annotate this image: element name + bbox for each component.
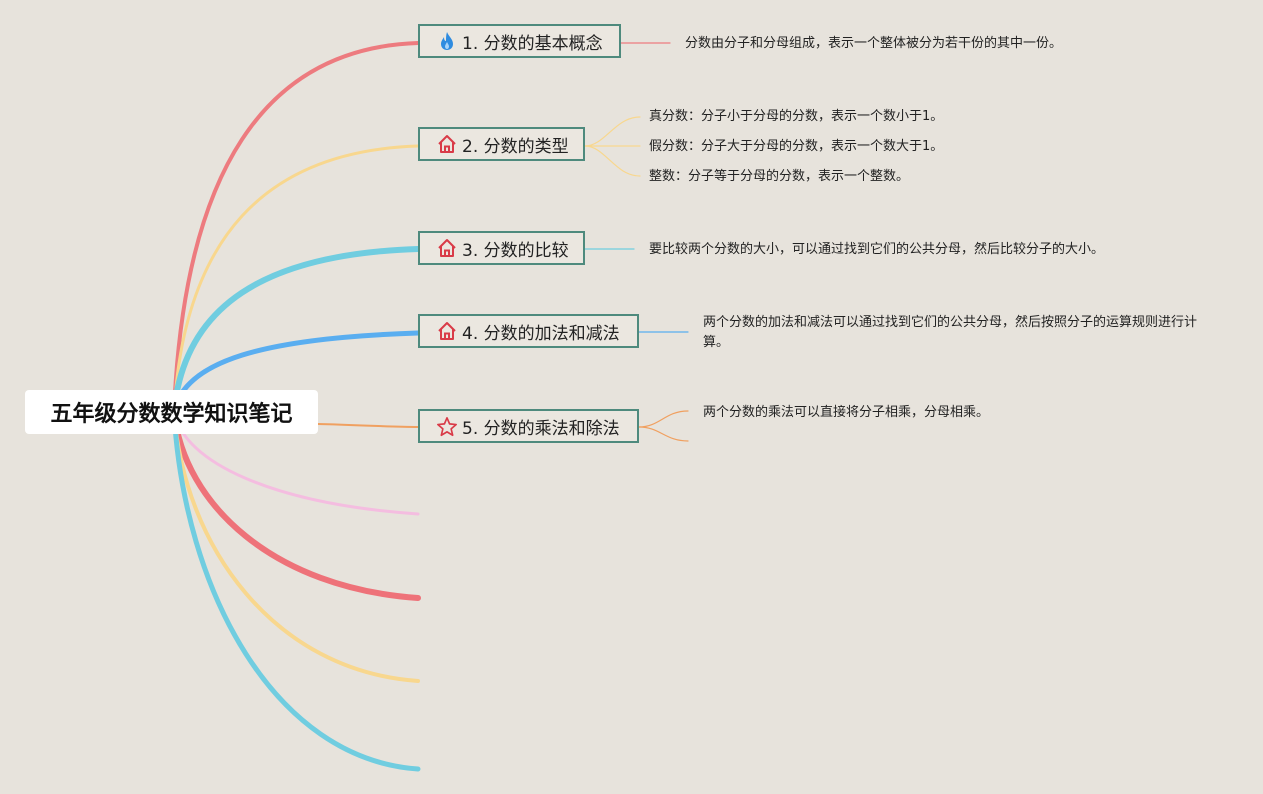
empty-branch-line: [171, 409, 421, 772]
topic-basic-concept[interactable]: 1. 分数的基本概念: [418, 24, 621, 58]
fire-icon: [436, 30, 458, 52]
note-connector: [584, 116, 641, 147]
note-add-subtract: 两个分数的加法和减法可以通过找到它们的公共分母，然后按照分子的运算规则进行计算。: [703, 315, 1198, 350]
star-icon: [436, 415, 458, 437]
topic-label: 4. 分数的加法和减法: [462, 323, 620, 344]
root-node[interactable]: 五年级分数数学知识笔记: [25, 390, 318, 434]
topic-label: 3. 分数的比较: [462, 240, 569, 261]
note-basic-concept: 分数由分子和分母组成，表示一个整体被分为若干份的其中一份。: [685, 36, 1063, 51]
topic-label: 5. 分数的乘法和除法: [462, 418, 620, 439]
house-icon: [436, 237, 458, 259]
topic-label: 1. 分数的基本概念: [462, 33, 603, 54]
topic-multiply-divide[interactable]: 5. 分数的乘法和除法: [418, 409, 639, 443]
topic-label: 2. 分数的类型: [462, 136, 569, 157]
branch-line: [172, 41, 420, 414]
note-integer-fraction: 整数：分子等于分母的分数，表示一个整数。: [649, 169, 910, 184]
empty-branch-line: [172, 410, 420, 683]
topic-compare[interactable]: 3. 分数的比较: [418, 231, 585, 265]
note-multiply-divide: 两个分数的乘法可以直接将分子相乘，分母相乘。: [703, 405, 990, 420]
topic-add-subtract[interactable]: 4. 分数的加法和减法: [418, 314, 639, 348]
note-connector: [638, 410, 689, 428]
note-connector: [584, 145, 641, 177]
house-icon: [436, 133, 458, 155]
root-title: 五年级分数数学知识笔记: [50, 402, 293, 427]
note-proper-fraction: 真分数：分子小于分母的分数，表示一个数小于1。: [649, 109, 944, 124]
note-compare: 要比较两个分数的大小，可以通过找到它们的公共分母，然后比较分子的大小。: [649, 242, 1105, 257]
note-connector: [638, 426, 689, 442]
note-improper-fraction: 假分数：分子大于分母的分数，表示一个数大于1。: [649, 139, 944, 154]
branch-line: [171, 246, 421, 415]
empty-branch-line: [171, 409, 421, 601]
branch-line: [317, 423, 419, 428]
topic-types[interactable]: 2. 分数的类型: [418, 127, 585, 161]
house-icon: [436, 320, 458, 342]
branch-line: [172, 144, 420, 414]
